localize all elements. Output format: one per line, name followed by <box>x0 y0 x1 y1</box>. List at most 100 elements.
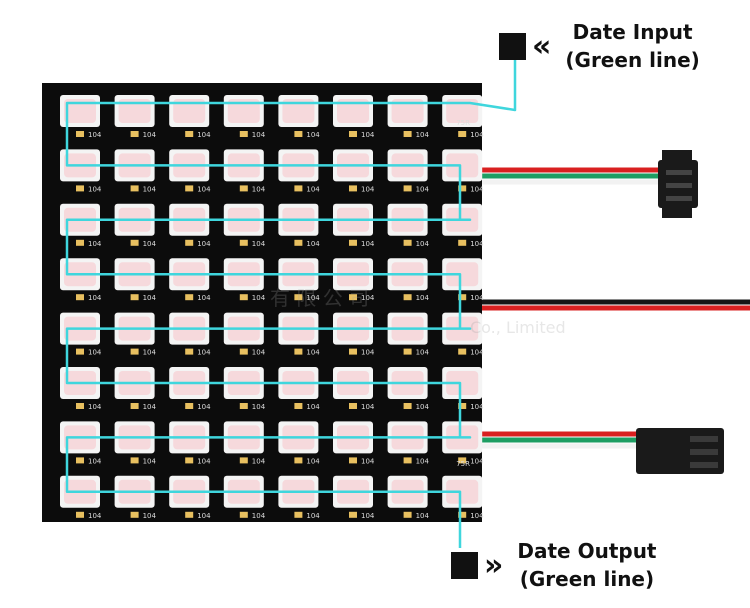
capacitor <box>185 457 194 464</box>
input-square-icon <box>499 32 526 60</box>
double-chevron-left-icon: « <box>532 28 552 64</box>
capacitor <box>349 294 357 301</box>
connector-pin <box>666 196 692 201</box>
connector-clip <box>662 208 692 218</box>
capacitor <box>185 131 194 137</box>
chip-label: 104 <box>361 185 375 193</box>
capacitor <box>76 131 84 137</box>
chip-label: 104 <box>197 457 211 465</box>
led-lens <box>64 99 96 123</box>
capacitor <box>130 239 139 246</box>
chip-label: 104 <box>306 512 320 520</box>
chip-label: 104 <box>88 131 102 139</box>
capacitor <box>239 403 248 409</box>
chip-label: 104 <box>470 403 484 411</box>
capacitor <box>294 294 303 301</box>
chip-label: 104 <box>88 240 102 248</box>
connector-slot <box>690 449 718 455</box>
watermark-text: 有 限 公 司 <box>270 286 370 310</box>
capacitor <box>76 457 84 464</box>
capacitor <box>294 185 303 192</box>
chip-label: 104 <box>470 240 484 248</box>
chip-label: 104 <box>416 512 430 520</box>
connector-slot <box>690 436 718 442</box>
chip-label: 104 <box>416 403 430 411</box>
cable-pigtails <box>479 150 750 474</box>
capacitor <box>403 294 412 301</box>
capacitor <box>403 185 412 192</box>
capacitor <box>349 511 357 518</box>
data-output-sublabel: (Green line) <box>519 567 655 591</box>
capacitor <box>185 294 194 301</box>
capacitor <box>458 131 467 137</box>
capacitor <box>130 131 139 137</box>
led-lens <box>446 479 479 504</box>
capacitor <box>403 239 412 246</box>
chip-label: 104 <box>306 131 320 139</box>
data-input-callout: « Date Input (Green line) <box>499 18 700 74</box>
capacitor <box>458 403 467 409</box>
capacitor <box>403 457 412 464</box>
capacitor <box>76 348 84 355</box>
chip-label: 104 <box>306 240 320 248</box>
capacitor <box>403 511 412 518</box>
chip-label: 104 <box>143 240 157 248</box>
capacitor <box>76 239 84 246</box>
led-cell: 104 <box>442 258 484 302</box>
led-cell: 104 <box>442 367 484 411</box>
chip-label: 104 <box>416 349 430 357</box>
capacitor <box>76 403 84 409</box>
chip-label: 104 <box>470 349 484 357</box>
capacitor <box>185 403 194 409</box>
capacitor <box>130 185 139 192</box>
chip-label: 104 <box>252 349 266 357</box>
capacitor <box>239 239 248 246</box>
chip-label: 104 <box>252 131 266 139</box>
chip-label: 104 <box>416 457 430 465</box>
chip-label: 104 <box>252 240 266 248</box>
chip-label: 104 <box>252 185 266 193</box>
capacitor <box>130 348 139 355</box>
chip-label: 104 <box>470 512 484 520</box>
capacitor <box>294 131 303 137</box>
led-lens <box>282 99 315 123</box>
chip-label: 104 <box>88 512 102 520</box>
chip-label: 104 <box>361 131 375 139</box>
capacitor <box>294 239 303 246</box>
led-cell: 104 <box>278 312 320 357</box>
capacitor <box>130 294 139 301</box>
data-input-label: Date Input <box>572 20 693 44</box>
capacitor <box>349 403 357 409</box>
chip-label: 104 <box>252 457 266 465</box>
chip-label: 104 <box>197 185 211 193</box>
capacitor <box>185 511 194 518</box>
capacitor <box>185 239 194 246</box>
chip-label: 104 <box>197 349 211 357</box>
capacitor <box>239 131 248 137</box>
led-cell: 104 <box>333 312 375 357</box>
led-lens <box>446 262 479 287</box>
capacitor <box>458 239 467 246</box>
capacitor <box>458 511 467 518</box>
data-input-sublabel: (Green line) <box>565 48 700 72</box>
connector-pin <box>666 183 692 188</box>
led-lens <box>118 99 151 123</box>
resistor-label: 75R <box>456 119 470 127</box>
power-cable <box>479 299 750 311</box>
data-output-callout: » Date Output (Green line) <box>451 537 657 593</box>
capacitor <box>349 239 357 246</box>
capacitor <box>185 348 194 355</box>
watermark-text-2: Co., Limited <box>470 318 566 337</box>
capacitor <box>403 403 412 409</box>
capacitor <box>130 457 139 464</box>
chip-label: 104 <box>416 131 430 139</box>
led-cell: 104 <box>442 475 484 520</box>
chip-label: 104 <box>143 403 157 411</box>
capacitor <box>76 294 84 301</box>
led-cell: 104 <box>442 149 484 193</box>
capacitor <box>239 348 248 355</box>
chip-label: 104 <box>252 294 266 302</box>
chip-label: 104 <box>197 294 211 302</box>
chip-label: 104 <box>88 457 102 465</box>
chip-label: 104 <box>88 185 102 193</box>
